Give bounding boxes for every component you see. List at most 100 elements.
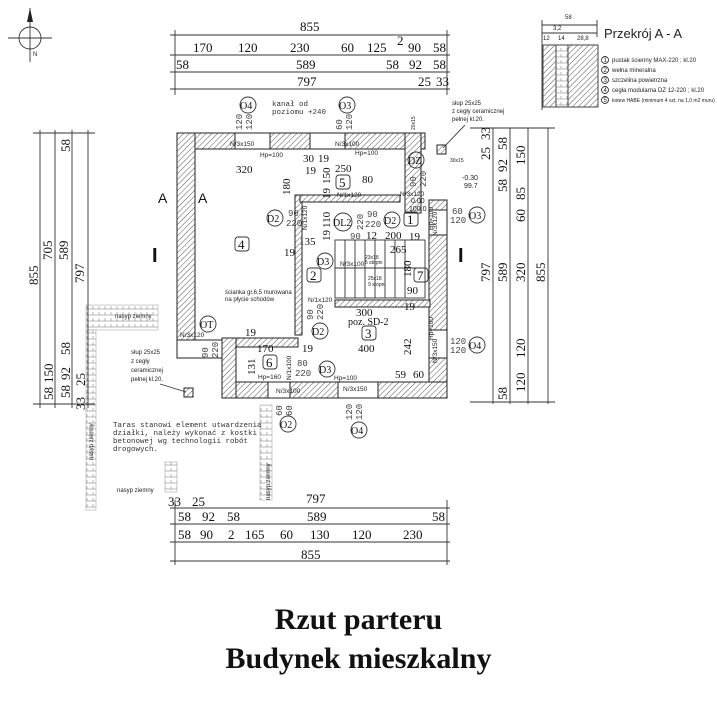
dim-label: 25 [192, 494, 205, 509]
note: na płycie schodów [225, 297, 275, 303]
size-label: 120 [355, 404, 365, 420]
drawing-title: Rzut parteru [274, 603, 443, 636]
dim-label: 19 [409, 231, 421, 243]
dim-label: 19 [305, 165, 317, 177]
dim-label: 90 [407, 285, 419, 297]
size-label: 90 [367, 210, 378, 220]
window-tag: O4 [351, 426, 363, 437]
dim-label: 19 [404, 301, 416, 313]
door-tag: D2 [312, 327, 324, 338]
window-tag: O2 [280, 420, 292, 431]
note: ceramicznej [131, 368, 163, 374]
section-mark-label: A [198, 190, 208, 206]
dim-label: 135 [299, 236, 316, 248]
note: 5 stopni [365, 260, 383, 266]
door-tag: D2 [384, 216, 396, 227]
dim-label: 30 [303, 153, 315, 165]
legend-num: 4 [604, 88, 608, 94]
dim-label: 150 [513, 146, 528, 166]
terrace-note: działki, należy wykonać z kostki [113, 430, 258, 438]
size-label: 120 [345, 404, 355, 420]
note: słup 25x25 [452, 101, 482, 107]
dim-label: 797 [297, 74, 317, 89]
door-tag: D3 [317, 257, 329, 268]
ground-label: nasyp ziemny [266, 463, 272, 500]
room-number: 5 [339, 175, 346, 190]
note: 30x15 [450, 158, 464, 164]
dim-label: 19 [284, 247, 296, 259]
north-arrow-icon: N [8, 8, 52, 62]
size-label: 120 [450, 216, 466, 226]
lintel-label: N/3x120 [432, 211, 439, 236]
dim-label: 59 [395, 369, 407, 381]
dim-label: 33 [168, 494, 181, 509]
dim-label: 92 [202, 509, 215, 524]
window-tag: O4 [469, 341, 481, 352]
note: z cegły ceramicznej [452, 109, 504, 115]
dim-label: 120 [352, 527, 372, 542]
dim-label: 80 [362, 174, 374, 186]
terrace-note: Taras stanowi element utwardzenia [113, 422, 262, 430]
size-label: 220 [316, 304, 326, 320]
lintels-and-sills: N/3x150 N/3x100 N/3x120 N/1x120 N/1x120 … [180, 141, 439, 395]
terrace-note: betonowej wg technologii robót [113, 438, 248, 446]
left-dimensions: 58 855 705 589 797 58 58 150 92 58 25 33 [26, 130, 95, 410]
section-dim: 28,8 [577, 36, 589, 42]
dim-label: 855 [301, 547, 321, 562]
dim-label: 58 [433, 57, 446, 72]
size-label: 220 [419, 171, 429, 187]
dim-label: 60 [341, 40, 354, 55]
legend-num: 2 [604, 68, 608, 74]
size-label: 120 [450, 346, 466, 356]
legend-num: 3 [604, 78, 608, 84]
dim-label: 25 [418, 74, 431, 89]
section-dim: 14 [558, 36, 565, 42]
lintel-label: N/3x120 [400, 191, 425, 198]
dim-label: 33 [478, 127, 493, 140]
size-label: 220 [356, 214, 366, 230]
dim-label: 265 [390, 244, 407, 256]
size-label: 90 [201, 347, 211, 358]
dim-label: 19 [318, 153, 330, 165]
dim-label: 120 [238, 40, 258, 55]
legend-num: 5 [604, 98, 608, 104]
dim-label: 130 [310, 527, 330, 542]
right-dimensions: 33 58 25 150 92 58 85 60 797 589 320 855… [470, 127, 555, 404]
dim-label: 589 [296, 57, 316, 72]
dim-label: 2 [228, 527, 235, 542]
dim-label: 58 [58, 139, 73, 152]
note: 25x18 [368, 276, 382, 282]
lintel-label: N/3x150 [343, 386, 368, 393]
dim-label: 58 [433, 40, 446, 55]
interior-dimensions: 320 180 30 19 19 150 250 80 19 110 19 13… [236, 153, 425, 381]
dim-label: 400 [358, 343, 375, 355]
dim-label: 855 [533, 263, 548, 283]
lintel-label: N/3x100 [340, 261, 365, 268]
dim-label: 589 [307, 509, 327, 524]
dim-label: 180 [281, 178, 293, 195]
door-tag: DZ [408, 156, 421, 167]
section-mark-label: I [458, 245, 464, 267]
ground-label: nasyp ziemny [89, 423, 95, 460]
note: 9 stopni [368, 282, 386, 288]
lintel-label: N/3x150 [230, 141, 255, 148]
section-title: Przekrój A - A [604, 26, 682, 41]
note: słup 25x25 [131, 350, 161, 356]
dim-label: 120 [513, 373, 528, 393]
opening-sizes: 120 120 60 120 90 220 90 220 90 220 60 1… [201, 114, 466, 420]
dim-label: 180 [402, 260, 414, 277]
door-tag: D3 [319, 365, 331, 376]
dim-label: 90 [200, 527, 213, 542]
lintel-label: N/1x120 [308, 297, 333, 304]
sill-label: Hp=100 [355, 150, 378, 157]
dim-label: 60 [280, 527, 293, 542]
size-label: 90 [409, 176, 419, 187]
dim-label: 58 [495, 179, 510, 192]
dim-label: 797 [72, 263, 87, 283]
dim-label: 150 [321, 167, 333, 184]
north-label: N [33, 52, 37, 58]
level-label: -0.30 [462, 175, 478, 182]
dim-label: 150 [41, 364, 56, 384]
legend-text: pustak ścienny MAX-220 ; kl.20 [612, 58, 697, 64]
